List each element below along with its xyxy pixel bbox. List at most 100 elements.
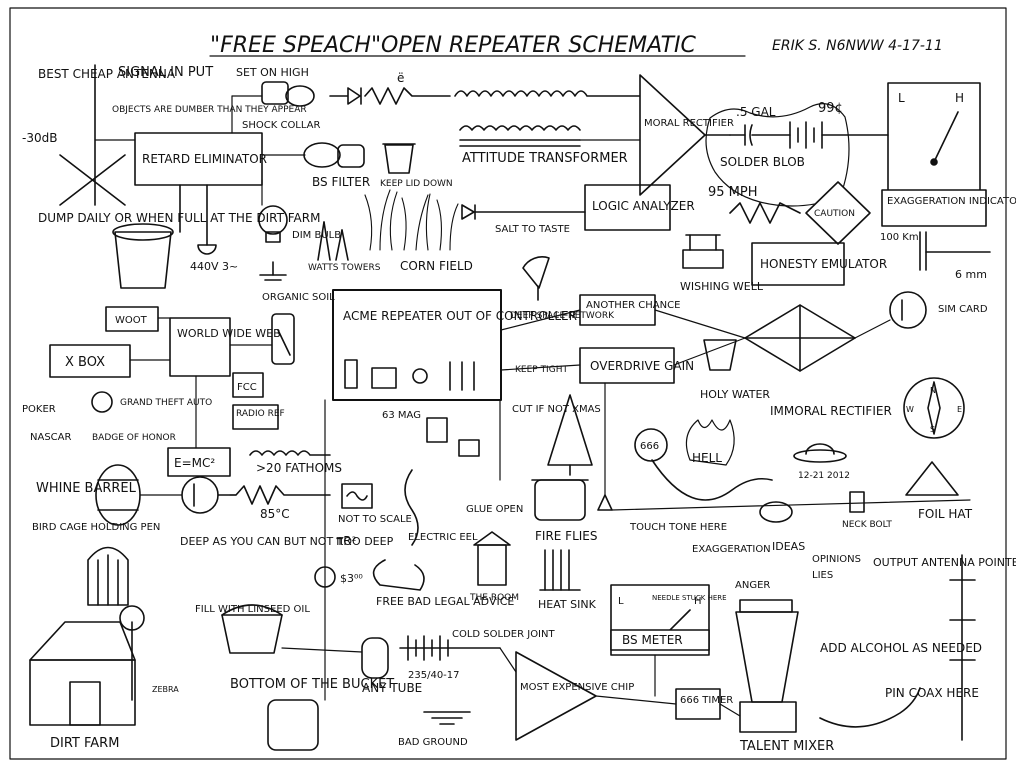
- retard-eliminator-box: [134, 132, 263, 186]
- trash-can-icon: [382, 143, 416, 174]
- label-the-room: THE ROOM: [469, 593, 519, 603]
- label-wishing-well: WISHING WELL: [680, 280, 764, 293]
- label-dirt-farm: DIRT FARM: [50, 736, 119, 751]
- inductor-icon: [454, 90, 641, 97]
- tube-icon: [361, 637, 389, 679]
- label-solder-blob: SOLDER BLOB: [720, 155, 805, 169]
- label-440v: 440V 3~: [190, 260, 238, 273]
- capacitor-icon: [729, 124, 791, 146]
- river-path: [651, 459, 773, 501]
- label-salt-to-taste: SALT TO TASTE: [495, 224, 570, 235]
- barn-icon: [29, 621, 136, 726]
- label-foil-hat: FOIL HAT: [918, 507, 973, 521]
- label-fire-flies: FIRE FLIES: [535, 529, 598, 543]
- bs-meter-label-l: L: [618, 596, 624, 607]
- label-bs-filter: BS FILTER: [312, 175, 370, 189]
- world-wide-web-box: [169, 317, 231, 377]
- title: "FREE SPEACH"OPEN REPEATER SCHEMATIC: [210, 33, 697, 58]
- label-corn-field: CORN FIELD: [400, 259, 473, 273]
- triangle-icon: [597, 494, 613, 511]
- label-add-alcohol: ADD ALCOHOL AS NEEDED: [820, 641, 982, 655]
- label-e-dot: ë: [397, 71, 404, 85]
- label-neck-bolt: NECK BOLT: [842, 520, 892, 530]
- logic-analyzer-box: [584, 184, 671, 231]
- holy-water-cup-icon: [703, 339, 737, 371]
- label-99-cents: 99¢: [818, 101, 843, 116]
- ground-icon: [259, 261, 287, 281]
- wishing-well-icon: [682, 234, 724, 269]
- label-pin-coax-here: PIN COAX HERE: [885, 686, 979, 700]
- resistor-zigzag: [729, 202, 801, 224]
- label-best-cheap-antenna: BEST CHEAP ANTENNA: [38, 67, 176, 81]
- label-immoral-rectifier: IMMORAL RECTIFIER: [770, 404, 892, 418]
- xmas-tree-icon: [547, 394, 593, 476]
- label-anger: ANGER: [735, 580, 770, 591]
- battery2-icon: [399, 635, 501, 661]
- outhouse-icon: [473, 531, 511, 586]
- firefly-jar-icon: [531, 479, 589, 521]
- meter-needle: [933, 111, 959, 163]
- label-bad-ground: BAD GROUND: [398, 737, 468, 748]
- bs-meter-label-h: H: [694, 596, 702, 607]
- relay-icon: [426, 417, 480, 457]
- transistor-icon: [889, 291, 927, 329]
- label-not-to-scale: NOT TO SCALE: [338, 514, 412, 525]
- label-retard-eliminator: RETARD ELIMINATOR: [142, 152, 267, 166]
- honesty-emulator-box: [751, 242, 845, 286]
- inductor2-icon: [249, 450, 331, 456]
- page-border: [9, 7, 1007, 760]
- svg-text:W: W: [906, 405, 914, 414]
- label-bs-meter: BS METER: [622, 633, 683, 647]
- acme-controller-box: [332, 289, 502, 401]
- label-objects-dumber: OBJECTS ARE DUMBER THAN THEY APPEAR: [112, 105, 307, 115]
- devil-icon: [634, 428, 668, 462]
- label-fathoms: >20 FATHOMS: [256, 461, 342, 475]
- label-holy-water: HOLY WATER: [700, 388, 770, 401]
- wiring: [94, 95, 891, 717]
- satellite-dish-icon: [522, 256, 550, 301]
- label-talent-mixer: TALENT MIXER: [739, 739, 834, 754]
- svg-text:N: N: [930, 386, 936, 395]
- label-nascar: NASCAR: [30, 432, 71, 443]
- output-antenna-icon: [949, 554, 976, 741]
- toaster-icon: [267, 699, 319, 751]
- label-glue-open: GLUE OPEN: [466, 504, 523, 515]
- meter-label-l: L: [898, 91, 905, 105]
- label-666-timer: 666 TIMER: [680, 695, 733, 706]
- label-any-tube: ANY TUBE: [362, 681, 422, 695]
- label-logic-analyzer: LOGIC ANALYZER: [592, 199, 695, 213]
- label-fill-with-linseed: FILL WITH LINSEED OIL: [195, 604, 310, 615]
- label-moral-rectifier: MORAL RECTIFIER: [644, 118, 734, 129]
- bs-meter-label-box: [610, 629, 710, 651]
- plug-icon: [197, 184, 217, 255]
- label-organic-soil: ORGANIC SOIL: [262, 292, 335, 303]
- immoral-rectifier-icon: [744, 304, 856, 372]
- label-whine-barrel: WHINE BARREL: [36, 481, 137, 496]
- electric-eel-icon: [404, 469, 419, 546]
- label-woot: WOOT: [115, 315, 148, 326]
- exaggeration-indicator-box: [881, 189, 987, 227]
- svg-text:S: S: [930, 425, 935, 434]
- caution-diamond: [805, 181, 871, 245]
- bulb-icon: [258, 205, 288, 243]
- label-bottom-bucket: BOTTOM OF THE BUCKET: [230, 677, 394, 692]
- resistor2-icon: [217, 485, 331, 505]
- fcc-box: [232, 372, 264, 398]
- label-keep-lid-down: KEEP LID DOWN: [380, 179, 453, 189]
- label-overdrive-gain: OVERDRIVE GAIN: [590, 359, 694, 373]
- label-attitude-transformer: ATTITUDE TRANSFORMER: [462, 151, 628, 166]
- shock-collar-icon: [261, 81, 315, 107]
- phone-handset-icon: [372, 559, 425, 591]
- label-output-antenna: OUTPUT ANTENNA POINTED AWAY FROM IE: [873, 556, 1016, 569]
- label-exaggeration: EXAGGERATION: [692, 544, 771, 555]
- label-heat-sink: HEAT SINK: [538, 598, 597, 611]
- label-caution: CAUTION: [814, 209, 855, 219]
- coax-cable-icon: [819, 687, 921, 728]
- bird-cage-icon: [87, 546, 129, 606]
- label-sim-card: SIM CARD: [938, 304, 988, 315]
- label-bird-cage: BIRD CAGE HOLDING PEN: [32, 522, 160, 533]
- label-shock-collar: SHOCK COLLAR: [242, 120, 321, 131]
- controller-knobs-icon: [344, 359, 475, 391]
- foil-hat-icon: [905, 461, 959, 496]
